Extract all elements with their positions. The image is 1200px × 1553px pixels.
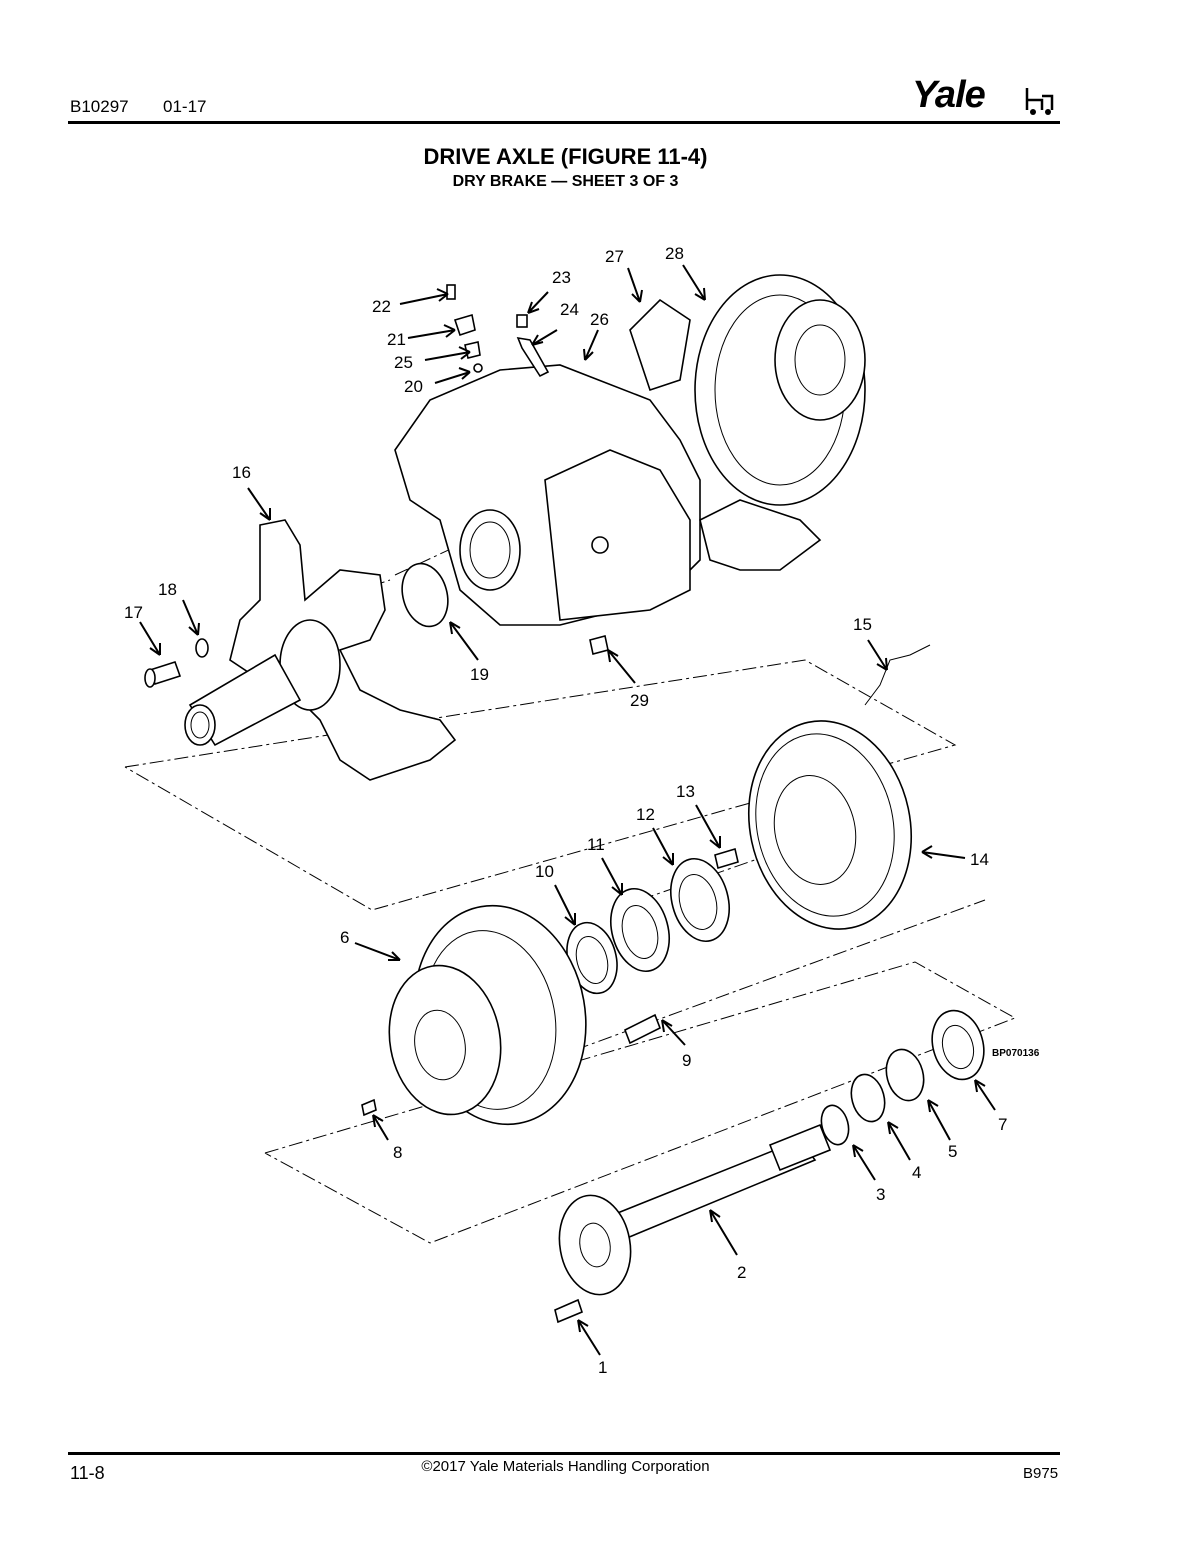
manual-code: B975: [1023, 1465, 1059, 1482]
callout-9: 9: [682, 1051, 691, 1070]
o-ring-19: [401, 562, 449, 628]
axle-shaft: [558, 1123, 832, 1296]
callout-23: 23: [552, 268, 571, 287]
callout-21: 21: [387, 330, 406, 349]
callout-2: 2: [737, 1263, 746, 1282]
axle-housing: [394, 274, 866, 626]
brake-backing-plate: [747, 644, 931, 930]
yale-logo: Yale: [912, 74, 1062, 120]
forklift-icon: [1025, 88, 1054, 115]
page-title: DRIVE AXLE (FIGURE 11-4): [423, 144, 708, 169]
callout-24: 24: [560, 300, 579, 319]
callout-11: 11: [587, 835, 605, 854]
bearing-11: [610, 887, 670, 973]
callout-26: 26: [590, 310, 609, 329]
page-number: 11-8: [70, 1463, 105, 1483]
copyright-text: ©2017 Yale Materials Handling Corporatio…: [421, 1458, 710, 1475]
stud-9: [623, 1013, 662, 1045]
seal-7: [931, 1009, 985, 1081]
callout-5: 5: [948, 1142, 957, 1161]
callout-18: 18: [158, 580, 177, 599]
header-rule: [68, 121, 1060, 124]
nut-3: [820, 1104, 850, 1146]
callout-12: 12: [636, 805, 655, 824]
seal-12: [670, 857, 730, 943]
callout-14: 14: [970, 850, 989, 869]
leader-arrows: [139, 264, 996, 1356]
logo-wordmark: Yale: [912, 74, 986, 116]
callout-19: 19: [470, 665, 489, 684]
callout-20: 20: [404, 377, 423, 396]
callout-27: 27: [605, 247, 624, 266]
spindle-knuckle: [184, 519, 457, 781]
callout-15: 15: [853, 615, 872, 634]
document-code: B10297: [70, 97, 129, 116]
bolt-17-head: [144, 668, 156, 688]
page-subtitle: DRY BRAKE — SHEET 3 OF 3: [452, 173, 679, 190]
washer-18: [195, 638, 209, 658]
pin-8: [361, 1098, 377, 1117]
callout-16: 16: [232, 463, 251, 482]
callout-7: 7: [998, 1115, 1007, 1134]
hub-drum: [388, 904, 587, 1126]
callout-4: 4: [912, 1163, 921, 1182]
plug-29: [589, 635, 609, 655]
assembly-plane-upper: [124, 659, 957, 911]
footer-rule: [68, 1452, 1060, 1455]
lockwasher-4: [850, 1073, 886, 1123]
assembly-plane-lower: [264, 961, 1017, 1244]
callout-1: 1: [598, 1358, 607, 1377]
bolt-13: [714, 847, 739, 870]
callout-10: 10: [535, 862, 554, 881]
callout-13: 13: [676, 782, 695, 801]
washer-5: [885, 1048, 925, 1102]
callout-22: 22: [372, 297, 391, 316]
callout-28: 28: [665, 244, 684, 263]
figure-id: BP070136: [992, 1048, 1040, 1059]
callout-6: 6: [340, 928, 349, 947]
callout-8: 8: [393, 1143, 402, 1162]
callout-25: 25: [394, 353, 413, 372]
callout-17: 17: [124, 603, 143, 622]
bolt-1: [554, 1298, 583, 1324]
callout-3: 3: [876, 1185, 885, 1204]
breather-parts: [446, 284, 550, 378]
callout-29: 29: [630, 691, 649, 710]
document-date: 01-17: [163, 97, 207, 116]
